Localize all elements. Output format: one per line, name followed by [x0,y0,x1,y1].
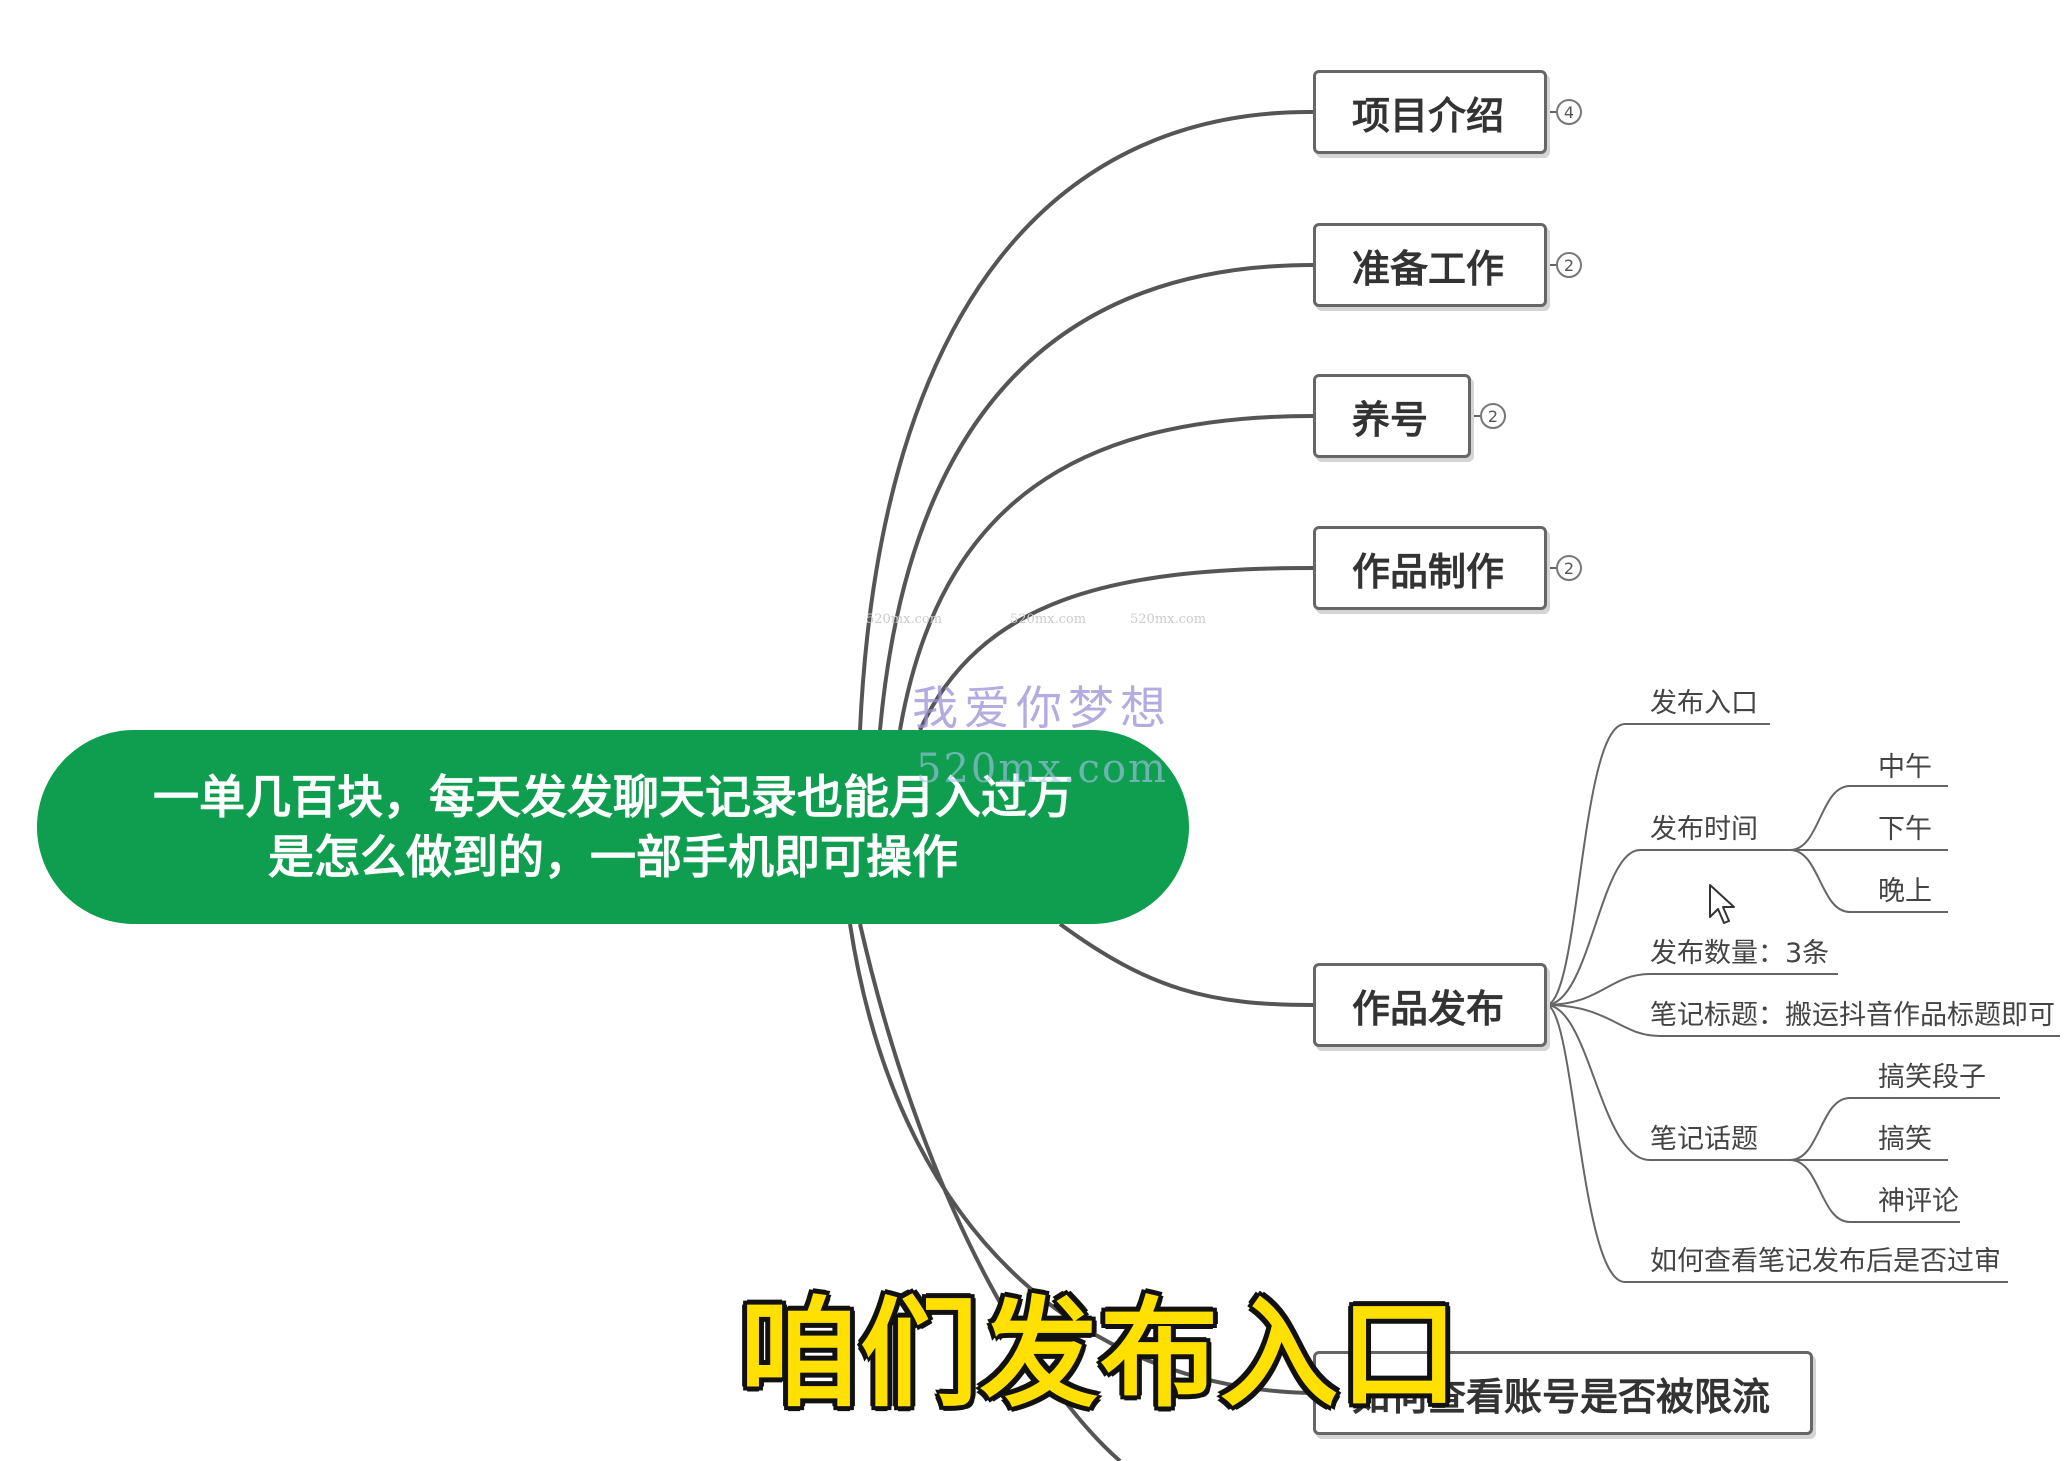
watermark-small-2: 520mx.com [1010,612,1087,627]
connector-topic-2 [878,263,1314,731]
watermark-text: 我爱你梦想 [912,681,1172,735]
publish-branch-2 [1545,849,1790,1006]
root-line-2: 是怎么做到的，一部手机即可操作 [268,830,958,884]
topic-content-publishing[interactable]: 作品发布 [1313,963,1547,1047]
subtopic-topic-comments[interactable]: 神评论 [1878,1186,1959,1217]
subtopic-time-afternoon[interactable]: 下午 [1878,814,1932,845]
topic-account-nurture[interactable]: 养号 [1313,374,1471,458]
topic-label: 准备工作 [1352,246,1505,291]
mouse-pointer-icon [1709,884,1735,924]
subtopic-time-noon[interactable]: 中午 [1878,752,1932,783]
watermark-domain: 520mx.com [916,746,1168,792]
topic-label: 如何查看账号是否被限流 [1352,1374,1771,1419]
connector-topic-4 [918,566,1314,731]
subtopic-publish-quantity[interactable]: 发布数量：3条 [1650,938,1830,969]
topic-project-intro[interactable]: 项目介绍 [1313,70,1547,154]
subtopic-note-topics[interactable]: 笔记话题 [1650,1124,1758,1155]
publish-branch-1 [1545,723,1770,1006]
publish-branch-4 [1545,1004,2060,1037]
topic-label: 作品发布 [1352,986,1505,1031]
connector-topic-3 [898,414,1314,731]
connector-topic-5 [1058,922,1314,1007]
publish-branch-6 [1545,1004,2008,1283]
subtopic-topic-funny[interactable]: 搞笑 [1878,1124,1932,1155]
subtopic-check-review[interactable]: 如何查看笔记发布后是否过审 [1650,1246,2001,1277]
collapsed-count-badge[interactable]: 2 [1480,403,1506,429]
topic-label: 养号 [1352,397,1429,442]
watermark-small-1: 520mx.com [866,612,943,627]
root-line-1: 一单几百块，每天发发聊天记录也能月入过万 [153,770,1073,824]
topic-label: 作品制作 [1352,549,1505,594]
watermark-small-3: 520mx.com [1130,612,1207,627]
subtopic-note-title[interactable]: 笔记标题：搬运抖音作品标题即可 [1650,1000,2055,1031]
video-caption: 咱们发布入口 [740,1285,1461,1423]
connector-topic-6 [848,923,1314,1395]
collapsed-count-badge[interactable]: 2 [1556,252,1582,278]
subtopic-publish-time[interactable]: 发布时间 [1650,814,1758,845]
topic-preparation[interactable]: 准备工作 [1313,223,1547,307]
topic-check-throttling[interactable]: 如何查看账号是否被限流 [1313,1351,1813,1435]
root-node[interactable]: 一单几百块，每天发发聊天记录也能月入过万 是怎么做到的，一部手机即可操作 [37,730,1189,924]
collapsed-count-badge[interactable]: 2 [1556,555,1582,581]
subtopic-time-evening[interactable]: 晚上 [1878,876,1932,907]
topic-label: 项目介绍 [1352,93,1505,138]
publish-branch-3 [1545,973,1838,1006]
subtopic-topic-funny-jokes[interactable]: 搞笑段子 [1878,1062,1986,1093]
subtopic-publish-entry[interactable]: 发布入口 [1650,688,1758,719]
connector-offscreen [858,923,1122,1461]
publish-branch-5 [1545,1004,1790,1161]
topic-content-creation[interactable]: 作品制作 [1313,526,1547,610]
connector-topic-1 [858,109,1314,731]
collapsed-count-badge[interactable]: 4 [1556,99,1582,125]
